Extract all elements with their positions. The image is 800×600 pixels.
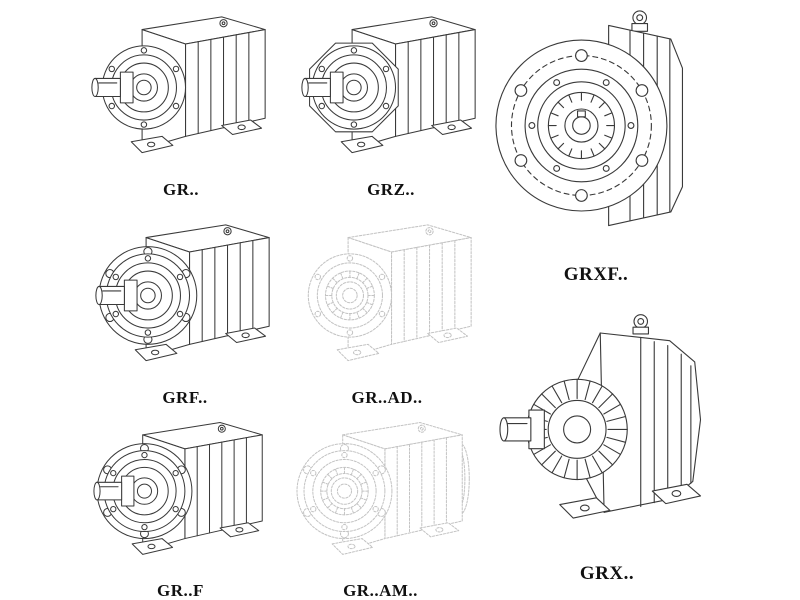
gearbox-label-grf2: GR..F <box>157 581 204 600</box>
gearbox-label-gram: GR..AM.. <box>343 581 418 600</box>
gearbox-drawing-grf2 <box>88 412 273 579</box>
gearbox-figure-grz: GRZ.. <box>296 6 486 200</box>
gearbox-figure-grf2: GR..F <box>88 412 273 600</box>
gearbox-figure-grxf: GRXF.. <box>494 2 698 286</box>
gearbox-drawing-grxf <box>495 10 684 227</box>
gearbox-drawing-grad <box>292 214 482 386</box>
gearbox-drawing-gr <box>86 6 276 178</box>
gearbox-figure-grad: GR..AD.. <box>292 214 482 408</box>
gearbox-label-grz: GRZ.. <box>367 180 415 199</box>
gearbox-drawing-gram <box>288 412 473 579</box>
gearbox-label-grx: GRX.. <box>579 563 635 584</box>
gearbox-figure-grf: GRF.. <box>90 214 280 408</box>
gearbox-drawing-grx <box>499 314 702 519</box>
gearbox-figure-grx: GRX.. <box>496 306 718 585</box>
gearbox-figure-gram: GR..AM.. <box>288 412 473 600</box>
gearbox-drawing-grz <box>296 6 486 178</box>
gearbox-label-grf: GRF.. <box>162 388 208 407</box>
gearbox-label-grad: GR..AD.. <box>351 388 423 407</box>
gearbox-label-gr: GR.. <box>163 180 199 199</box>
gearbox-drawing-grf <box>90 214 280 386</box>
gearbox-figure-gr: GR.. <box>86 6 276 200</box>
gearbox-label-grxf: GRXF.. <box>563 264 629 285</box>
